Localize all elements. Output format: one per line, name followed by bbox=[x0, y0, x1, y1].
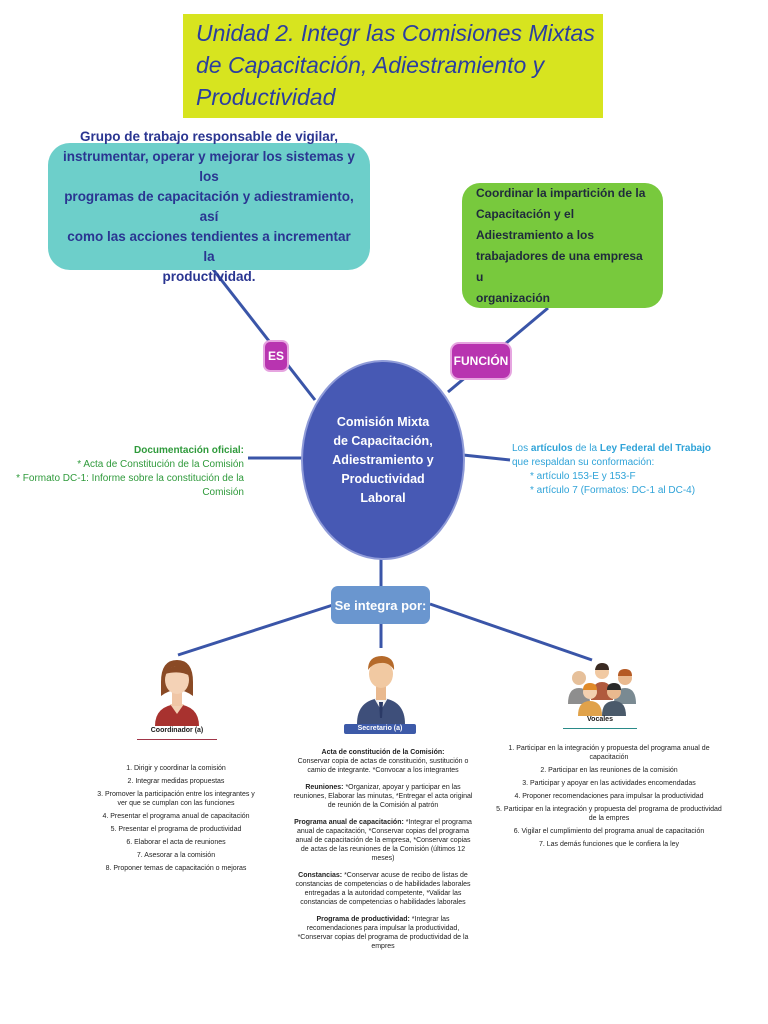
programa-text: *Integrar el programa anual de capacitac… bbox=[295, 819, 472, 862]
list-item: 1. Participar en la integración y propue… bbox=[508, 745, 710, 761]
acta-heading: Acta de constitución de la Comisión: bbox=[321, 749, 445, 756]
definition-line-5: productividad. bbox=[162, 268, 256, 284]
definition-line-2: instrumentar, operar y mejorar los siste… bbox=[63, 148, 355, 184]
center-line-2: de Capacitación, bbox=[333, 433, 433, 448]
secretario-list: Acta de constitución de la Comisión: Con… bbox=[293, 748, 473, 959]
law-block: Los artículos de la Ley Federal del Trab… bbox=[512, 442, 752, 498]
function-box: Coordinar la impartición de la Capacitac… bbox=[462, 183, 663, 308]
definition-text: Grupo de trabajo responsable de vigilar,… bbox=[62, 127, 356, 287]
productividad-heading: Programa de productividad: bbox=[316, 916, 410, 923]
title-line-1: Unidad 2. Integr las Comisiones Mixtas bbox=[196, 20, 595, 46]
integra-node: Se integra por: bbox=[331, 586, 430, 624]
secretario-label: Secretario (a) bbox=[344, 724, 416, 734]
law-articulos: artículos bbox=[530, 443, 573, 454]
coordinador-underline bbox=[137, 739, 217, 740]
woman-avatar-icon bbox=[155, 660, 199, 726]
documentation-line-1: * Acta de Constitución de la Comisión bbox=[77, 459, 244, 470]
list-item: 6. Vigilar el cumplimiento del programa … bbox=[513, 828, 705, 835]
vocales-list: 1. Participar en la integración y propue… bbox=[494, 744, 724, 853]
coordinador-label: Coordinador (a) bbox=[150, 727, 204, 734]
law-line-4: * artículo 7 (Formatos: DC-1 al DC-4) bbox=[530, 485, 696, 496]
title-banner bbox=[183, 14, 603, 118]
secretario-programa: Programa anual de capacitación: *Integra… bbox=[293, 818, 473, 863]
secretario-acta: Acta de constitución de la Comisión: Con… bbox=[293, 748, 473, 775]
es-tag: ES bbox=[265, 342, 287, 370]
law-line-1: Los artículos de la Ley Federal del Trab… bbox=[512, 442, 752, 456]
definition-line-1: Grupo de trabajo responsable de vigilar, bbox=[79, 128, 339, 144]
list-item: 2. Integrar medidas propuestas bbox=[127, 778, 225, 785]
list-item: 6. Elaborar el acta de reuniones bbox=[126, 839, 226, 846]
documentation-line-2: * Formato DC-1: Informe sobre la constit… bbox=[16, 473, 244, 498]
definition-box: Grupo de trabajo responsable de vigilar,… bbox=[48, 129, 370, 284]
constancias-text: *Conservar acuse de recibo de listas de … bbox=[295, 872, 471, 906]
funcion-tag: FUNCIÓN bbox=[452, 344, 510, 378]
constancias-heading: Constancias: bbox=[298, 872, 343, 879]
secretario-constancias: Constancias: *Conservar acuse de recibo … bbox=[293, 871, 473, 907]
connector-definition bbox=[210, 267, 317, 401]
reuniones-text: *Organizar, apoyar y participar en las r… bbox=[293, 784, 473, 809]
law-pre: Los bbox=[512, 443, 531, 454]
list-item: 7. Las demás funciones que le confiera l… bbox=[538, 841, 680, 848]
list-item: 4. Proponer recomendaciones para impulsa… bbox=[514, 793, 704, 800]
central-node: Comisión Mixta de Capacitación, Adiestra… bbox=[303, 362, 463, 558]
function-text: Coordinar la impartición de la Capacitac… bbox=[476, 183, 649, 309]
law-line-2: que respaldan su conformación: bbox=[512, 457, 655, 468]
function-line-1: Coordinar la impartición de la bbox=[476, 185, 646, 200]
group-people-icon bbox=[568, 663, 636, 716]
connector-vocales bbox=[429, 602, 593, 662]
documentation-block: Documentación oficial: * Acta de Constit… bbox=[0, 444, 244, 500]
list-item: 8. Proponer temas de capacitación o mejo… bbox=[105, 865, 247, 872]
list-item: 3. Participar y apoyar en las actividade… bbox=[522, 780, 696, 787]
programa-heading: Programa anual de capacitación: bbox=[294, 819, 404, 826]
title-line-2: de Capacitación, Adiestramiento y bbox=[196, 52, 545, 78]
function-line-3: Adiestramiento a los bbox=[476, 227, 595, 242]
function-line-4: trabajadores de una empresa u bbox=[476, 248, 643, 284]
list-item: 1. Dirigir y coordinar la comisión bbox=[126, 765, 226, 772]
definition-line-3: programas de capacitación y adiestramien… bbox=[64, 188, 354, 224]
center-line-3: Adiestramiento y bbox=[332, 452, 434, 467]
documentation-heading: Documentación oficial: bbox=[133, 445, 244, 456]
center-line-4: Productividad Laboral bbox=[341, 471, 425, 505]
coordinador-list: 1. Dirigir y coordinar la comisión 2. In… bbox=[92, 764, 260, 877]
list-item: 3. Promover la participación entre los i… bbox=[97, 791, 255, 807]
vocales-label: Vocales bbox=[587, 716, 613, 723]
list-item: 7. Asesorar a la comisión bbox=[136, 852, 216, 859]
acta-text: Conservar copia de actas de constitución… bbox=[297, 758, 469, 774]
list-item: 4. Presentar el programa anual de capaci… bbox=[102, 813, 250, 820]
center-line-1: Comisión Mixta bbox=[336, 414, 430, 429]
law-ley: Ley Federal del Trabajo bbox=[599, 443, 711, 454]
vocales-underline bbox=[563, 728, 637, 729]
connector-coordinador bbox=[177, 602, 337, 657]
man-avatar-icon bbox=[357, 656, 405, 724]
title-line-3: Productividad bbox=[196, 84, 336, 110]
law-line-3: * artículo 153-E y 153-F bbox=[530, 471, 636, 482]
definition-line-4: como las acciones tendientes a increment… bbox=[67, 228, 351, 264]
law-mid: de la bbox=[572, 443, 600, 454]
list-item: 5. Participar en la integración y propue… bbox=[496, 806, 722, 822]
page-title: Unidad 2. Integr las Comisiones Mixtas d… bbox=[196, 17, 600, 113]
productividad-text: *Integrar las recomendaciones para impul… bbox=[297, 916, 469, 950]
reuniones-heading: Reuniones: bbox=[305, 784, 344, 791]
list-item: 2. Participar en las reuniones de la com… bbox=[540, 767, 678, 774]
secretario-reuniones: Reuniones: *Organizar, apoyar y particip… bbox=[293, 783, 473, 810]
connector-law bbox=[462, 453, 511, 462]
secretario-productividad: Programa de productividad: *Integrar las… bbox=[293, 915, 473, 951]
function-line-5: organización bbox=[476, 290, 551, 305]
list-item: 5. Presentar el programa de productivida… bbox=[110, 826, 242, 833]
function-line-2: Capacitación y el bbox=[476, 206, 575, 221]
central-node-text: Comisión Mixta de Capacitación, Adiestra… bbox=[318, 413, 448, 508]
